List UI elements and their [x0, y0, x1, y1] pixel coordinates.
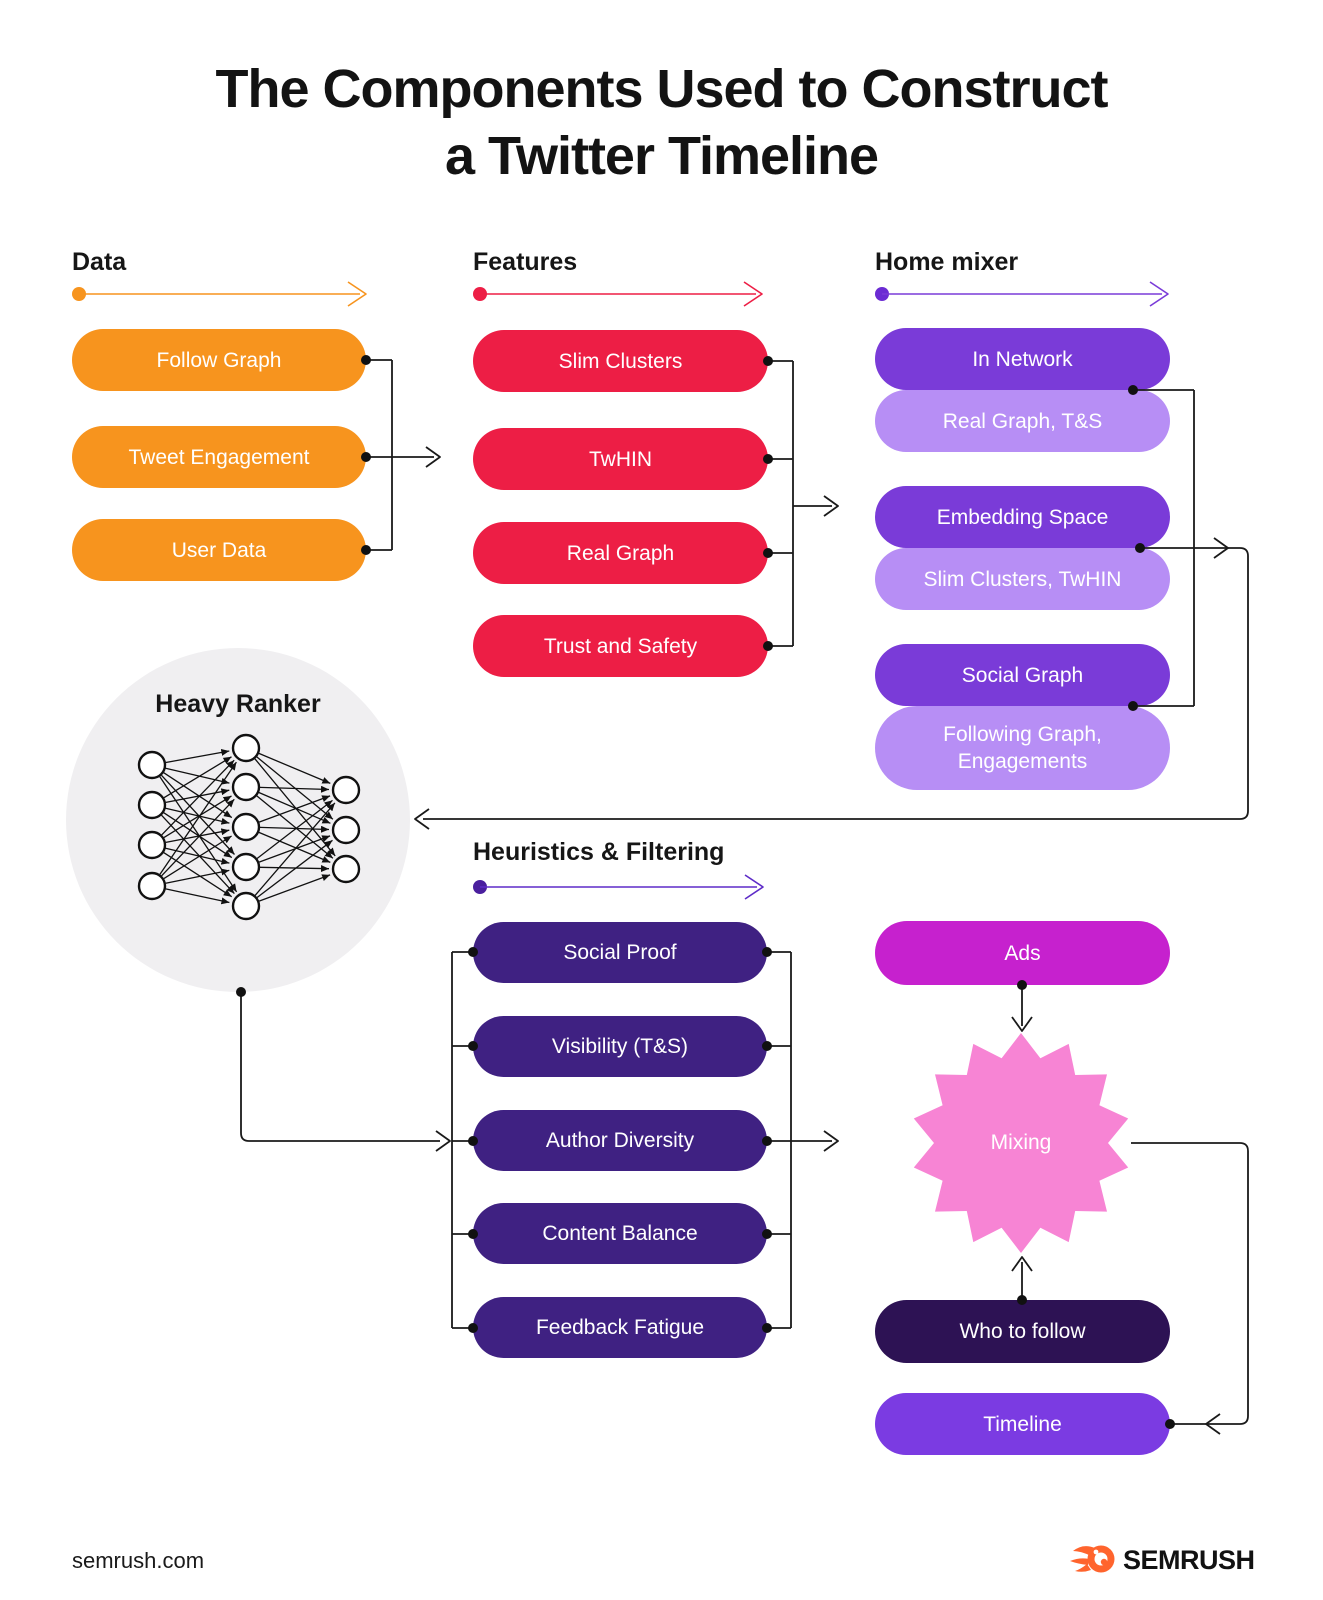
features-to-home-mixer-connector [763, 356, 839, 651]
home-mixer-subpill-real-graph-ts: Real Graph, T&S [875, 390, 1170, 452]
features-pill-twhin: TwHIN [473, 428, 768, 490]
page-title-line1: The Components Used to Construct [215, 59, 1108, 119]
home-mixer-pill-in-network: In Network [875, 328, 1170, 390]
who-to-follow-pill: Who to follow [875, 1300, 1170, 1363]
home-mixer-subpill-slim-clusters-twhin: Slim Clusters, TwHIN [875, 548, 1170, 610]
ads-pill: Ads [875, 921, 1170, 985]
home-mixer-column-header: Home mixer [875, 248, 1019, 276]
footer-site-url: semrush.com [72, 1548, 205, 1573]
heuristics-pill-social-proof: Social Proof [473, 922, 767, 983]
data-pill-follow-graph: Follow Graph [72, 329, 366, 391]
heuristics-pill-feedback-fatigue: Feedback Fatigue [473, 1297, 767, 1358]
who-to-follow-to-mixing-arrow [1011, 1256, 1033, 1305]
heuristics-pill-visibility-ts: Visibility (T&S) [473, 1016, 767, 1077]
data-header-arrow [72, 281, 367, 307]
features-column-header: Features [473, 248, 578, 276]
timeline-pill: Timeline [875, 1393, 1170, 1455]
data-pill-tweet-engagement: Tweet Engagement [72, 426, 366, 488]
features-pill-slim-clusters: Slim Clusters [473, 330, 768, 392]
features-pill-real-graph: Real Graph [473, 522, 768, 584]
page-title-line2: a Twitter Timeline [444, 126, 879, 186]
heuristics-pill-author-diversity: Author Diversity [473, 1110, 767, 1171]
mixing-star-icon [913, 1033, 1129, 1253]
home-mixer-subpill-following-graph-engagements: Following Graph, Engagements [875, 706, 1170, 790]
mixing-star: Mixing [901, 1023, 1141, 1263]
home-mixer-pill-embedding-space: Embedding Space [875, 486, 1170, 548]
data-column-header: Data [72, 248, 127, 276]
heavy-ranker-label: Heavy Ranker [155, 690, 321, 718]
page-title: The Components Used to Construct a Twitt… [0, 56, 1323, 190]
home-mixer-pill-social-graph: Social Graph [875, 644, 1170, 706]
semrush-logo: SEMRUSH [1070, 1540, 1255, 1580]
heavy-ranker-to-heuristics-connector [236, 987, 451, 1152]
semrush-logo-text: SEMRUSH [1123, 1544, 1255, 1575]
data-pill-user-data: User Data [72, 519, 366, 581]
heuristics-column-header: Heuristics & Filtering [473, 838, 725, 866]
mixing-to-timeline-connector [1131, 1142, 1249, 1435]
mixing-label: Mixing [990, 1131, 1052, 1154]
data-to-features-connector [361, 355, 441, 555]
heuristics-to-mixing-connector [762, 947, 839, 1333]
features-pill-trust-and-safety: Trust and Safety [473, 615, 768, 677]
heuristics-pill-content-balance: Content Balance [473, 1203, 767, 1264]
home-mixer-header-arrow [875, 281, 1169, 307]
heuristics-header-arrow [473, 874, 764, 900]
semrush-logo-icon [1070, 1545, 1115, 1573]
features-header-arrow [473, 281, 763, 307]
